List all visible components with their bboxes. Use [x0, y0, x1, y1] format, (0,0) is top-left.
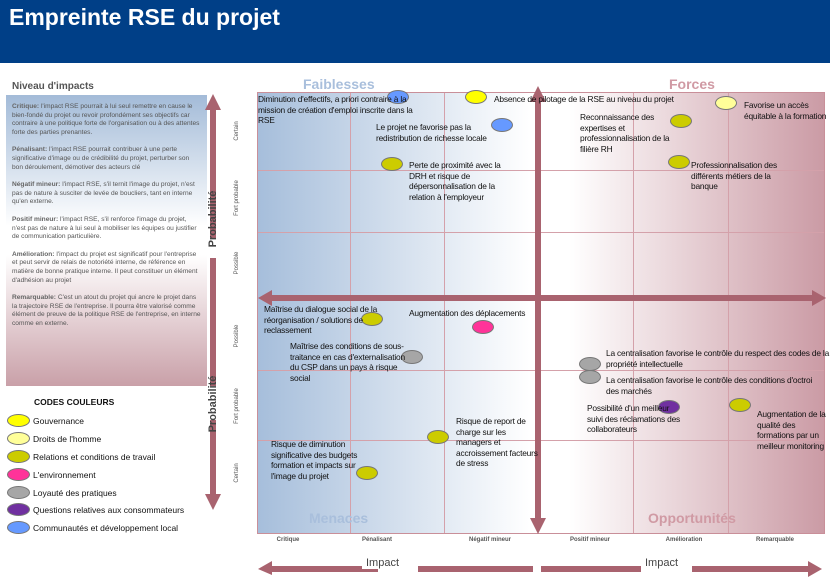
probability-axis-label: Probabilité	[207, 375, 219, 433]
probability-level: Certain	[234, 121, 240, 141]
item-label: Maîtrise des conditions de sous-traitanc…	[290, 341, 405, 383]
item-marker[interactable]	[381, 157, 403, 171]
probability-level: Possible	[234, 251, 240, 275]
quadrant-label-threats: Menaces	[309, 510, 369, 526]
legend-item: Questions relatives aux consommateurs	[7, 503, 184, 516]
impact-level: Remarquable	[755, 537, 794, 543]
probability-level: Possible	[234, 324, 240, 348]
impact-level: Critique	[276, 537, 300, 543]
item-marker[interactable]	[491, 118, 513, 132]
impact-axis-label: Impact	[362, 557, 404, 569]
impact-levels-box: Critique: l'impact RSE pourrait à lui se…	[6, 95, 207, 386]
level-desc: Négatif mineur: l'impact RSE, s'il terni…	[12, 181, 195, 206]
page-title: Empreinte RSE du projet	[9, 4, 280, 30]
probability-level: Fort probable	[234, 388, 240, 424]
legend-item: Gouvernance	[7, 414, 84, 427]
item-label: Diminution d'effectifs, a priori contrai…	[258, 94, 413, 126]
legend-item: Loyauté des pratiques	[7, 486, 117, 499]
quadrant-label-strengths: Forces	[669, 76, 715, 92]
item-label: Augmentation de la qualité des formation…	[757, 409, 826, 451]
level-desc: Critique: l'impact RSE pourrait à lui se…	[12, 103, 200, 136]
item-marker[interactable]	[401, 350, 423, 364]
legend-swatch	[7, 450, 30, 463]
legend-swatch	[7, 503, 30, 516]
impact-levels-title: Niveau d'impacts	[12, 81, 94, 92]
legend-item: Relations et conditions de travail	[7, 450, 155, 463]
item-marker[interactable]	[387, 90, 409, 104]
quadrant-label-opportunities: Opportunités	[648, 510, 736, 526]
item-marker[interactable]	[472, 320, 494, 334]
legend-swatch	[7, 432, 30, 445]
item-label: Possibilité d'un meilleur suivi des récl…	[587, 403, 681, 435]
legend-item: Communautés et développement local	[7, 521, 178, 534]
item-label: Professionnalisation des différents méti…	[691, 160, 777, 192]
item-label: La centralisation favorise le contrôle d…	[606, 375, 813, 396]
item-label: Perte de proximité avec la DRH et risque…	[409, 160, 501, 202]
item-label: Risque de report de charge sur les manag…	[456, 416, 538, 469]
header-bar	[0, 0, 830, 63]
item-marker[interactable]	[715, 96, 737, 110]
item-marker[interactable]	[579, 357, 601, 371]
item-label: Absence de pilotage de la RSE au niveau …	[494, 94, 674, 104]
level-desc: Pénalisant: l'impact RSE pourrait contri…	[12, 146, 190, 171]
item-marker[interactable]	[729, 398, 751, 412]
item-marker[interactable]	[579, 370, 601, 384]
item-marker[interactable]	[668, 155, 690, 169]
legend-swatch	[7, 486, 30, 499]
legend-item: Droits de l'homme	[7, 432, 101, 445]
level-desc: Amélioration: l'impact du projet est sig…	[12, 250, 198, 284]
item-marker[interactable]	[658, 400, 680, 414]
item-label: Augmentation des déplacements	[409, 308, 526, 318]
legend-swatch	[7, 414, 30, 427]
impact-level: Pénalisant	[361, 537, 392, 543]
probability-axis-label: Probabilité	[207, 190, 219, 248]
item-label: Favorise un accès équitable à la formati…	[744, 100, 827, 121]
item-label: Risque de diminution significative des b…	[271, 439, 358, 481]
level-desc: Positif mineur: l'impact RSE, s'il renfo…	[12, 215, 197, 241]
level-desc: Remarquable: C'est un atout du projet qu…	[12, 294, 201, 327]
legend-swatch	[7, 521, 30, 534]
item-marker[interactable]	[427, 430, 449, 444]
color-codes-title: CODES COULEURS	[34, 397, 115, 407]
item-label: Maîtrise du dialogue social de la réorga…	[264, 304, 378, 336]
item-marker[interactable]	[356, 466, 378, 480]
impact-axis-label: Impact	[641, 557, 683, 569]
item-marker[interactable]	[670, 114, 692, 128]
impact-level: Négatif mineur	[468, 537, 511, 543]
impact-level: Amélioration	[665, 537, 703, 543]
item-marker[interactable]	[465, 90, 487, 104]
item-label: Reconnaissance des expertises et profess…	[580, 112, 670, 154]
quadrant-label-weaknesses: Faiblesses	[303, 76, 375, 92]
legend-swatch	[7, 468, 30, 481]
probability-level: Fort probable	[234, 180, 240, 216]
item-label: La centralisation favorise le contrôle d…	[606, 348, 830, 369]
probability-level: Certain	[234, 463, 240, 483]
impact-level: Positif mineur	[569, 537, 610, 543]
item-label: Le projet ne favorise pas la redistribut…	[376, 122, 487, 143]
item-marker[interactable]	[361, 312, 383, 326]
legend-item: L'environnement	[7, 468, 96, 481]
